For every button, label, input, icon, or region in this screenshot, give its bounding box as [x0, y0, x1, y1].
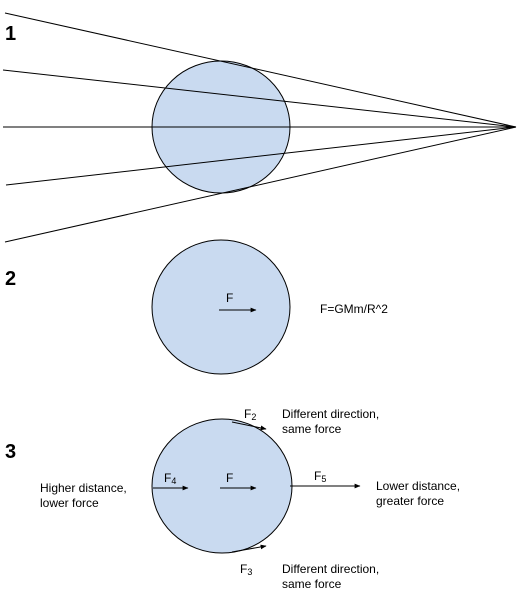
convergent-line-4 — [5, 126, 517, 186]
body-circle-3 — [151, 418, 293, 554]
bottom-note: Different direction, same force — [282, 562, 383, 591]
f2-label: F2 — [244, 407, 256, 422]
panel-2: 2 F F=GMm/R^2 — [5, 239, 388, 375]
f4-label: F4 — [164, 471, 176, 486]
gravity-formula: F=GMm/R^2 — [320, 302, 388, 316]
force-label: F — [226, 291, 233, 305]
body-circle-2 — [151, 239, 291, 375]
panel-3: 3 F F4 F5 F2 F3 Different direction, sam… — [5, 407, 463, 591]
f3-arrow — [231, 544, 267, 553]
panel-1-number: 1 — [5, 23, 16, 45]
f2-arrow — [231, 421, 267, 431]
f5-label: F5 — [314, 469, 326, 484]
top-note: Different direction, same force — [282, 407, 383, 436]
panel-1: 1 — [2, 12, 517, 243]
left-note: Higher distance, lower force — [40, 481, 130, 510]
f3-label: F3 — [240, 562, 252, 577]
right-note: Lower distance, greater force — [376, 479, 463, 508]
convergent-line-1 — [4, 12, 517, 128]
center-force-label: F — [226, 471, 233, 485]
convergent-line-2 — [2, 69, 517, 128]
panel-2-number: 2 — [5, 268, 16, 290]
panel-3-number: 3 — [5, 441, 16, 463]
convergent-line-5 — [4, 126, 517, 243]
